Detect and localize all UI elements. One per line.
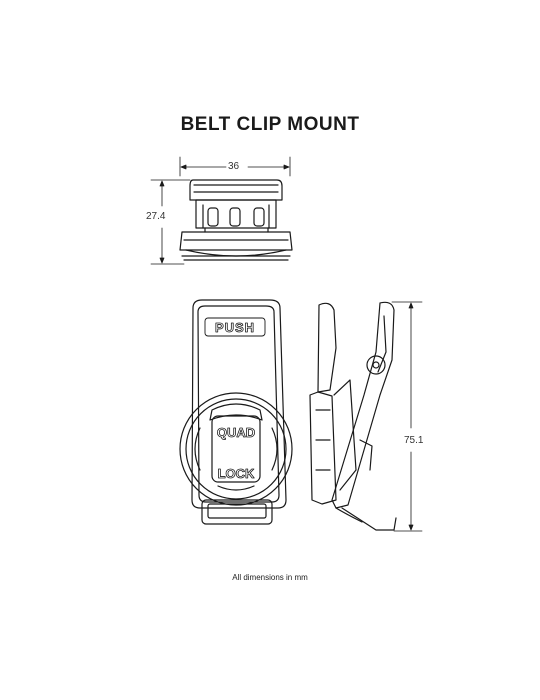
diagram-title: BELT CLIP MOUNT [180,114,360,135]
brand-label-line1: QUAD [217,425,255,440]
dimension-width-value: 36 [228,161,240,172]
front-view-mount [179,392,293,506]
dimension-height-lines [150,179,191,265]
push-label-box [204,317,266,337]
front-view-clip [191,299,287,525]
dimension-length-lines [391,301,423,532]
push-label: PUSH [215,320,255,335]
units-footnote: All dimensions in mm [232,573,308,582]
dimension-height-value: 27.4 [146,211,166,222]
side-view-clip [309,301,397,531]
top-view-part [179,179,293,261]
dimension-length-value: 75.1 [404,435,424,446]
brand-label-line2: LOCK [218,466,255,481]
dimension-width-lines [179,156,291,177]
